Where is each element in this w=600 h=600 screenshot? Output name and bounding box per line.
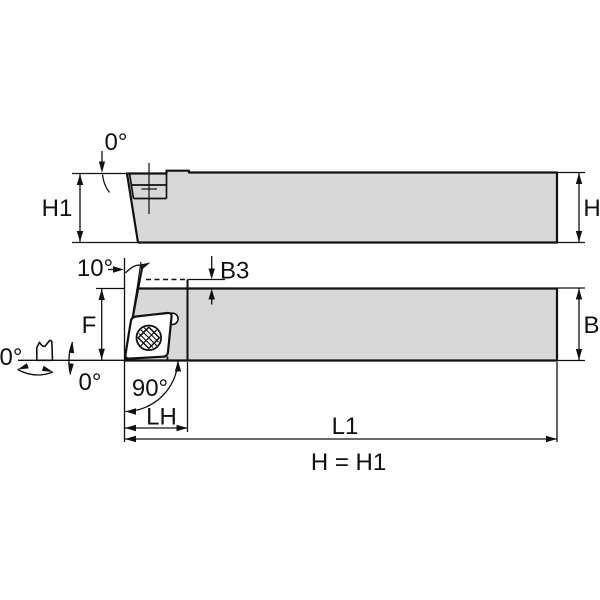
label-b: B [583,312,599,339]
annotation-lead-angle [108,262,151,274]
dimension-h [557,171,585,244]
annotation-back-rake [98,151,111,193]
annotation-front-clearance [68,341,75,375]
label-lh: LH [146,404,177,431]
screw-centerline-icon [141,163,157,214]
label-h: H [583,195,600,222]
label-front-clearance: 0° [79,369,102,396]
insert-end-profile [36,339,54,362]
annotation-approach-angle [125,360,182,415]
label-h1: H1 [42,195,73,222]
label-f: F [82,312,97,339]
head-front-face [132,265,144,317]
dimension-l1 [125,362,558,443]
label-b3: B3 [220,258,249,285]
top-view: H1 H 0° [42,129,600,244]
plan-view: 10° B3 F 0° [0,255,600,443]
label-end-clearance: 0° [0,344,22,371]
equivalence-note: H = H1 [311,449,386,476]
label-l1: L1 [332,413,359,440]
clamp-screw-icon [135,324,163,352]
label-approach-angle: 90° [132,375,168,402]
dimension-b3 [187,256,225,305]
dimension-lh [125,362,189,432]
dimension-f [96,287,125,360]
annotation-end-clearance [17,363,54,376]
insert-pocket-top-view [128,163,168,214]
dimension-b [557,287,585,362]
dimension-h1 [72,172,138,244]
label-back-rake: 0° [105,129,128,156]
shank-body-plan-view [124,287,559,362]
label-lead-angle: 10° [77,255,113,282]
shank-body-top-view [125,169,559,244]
